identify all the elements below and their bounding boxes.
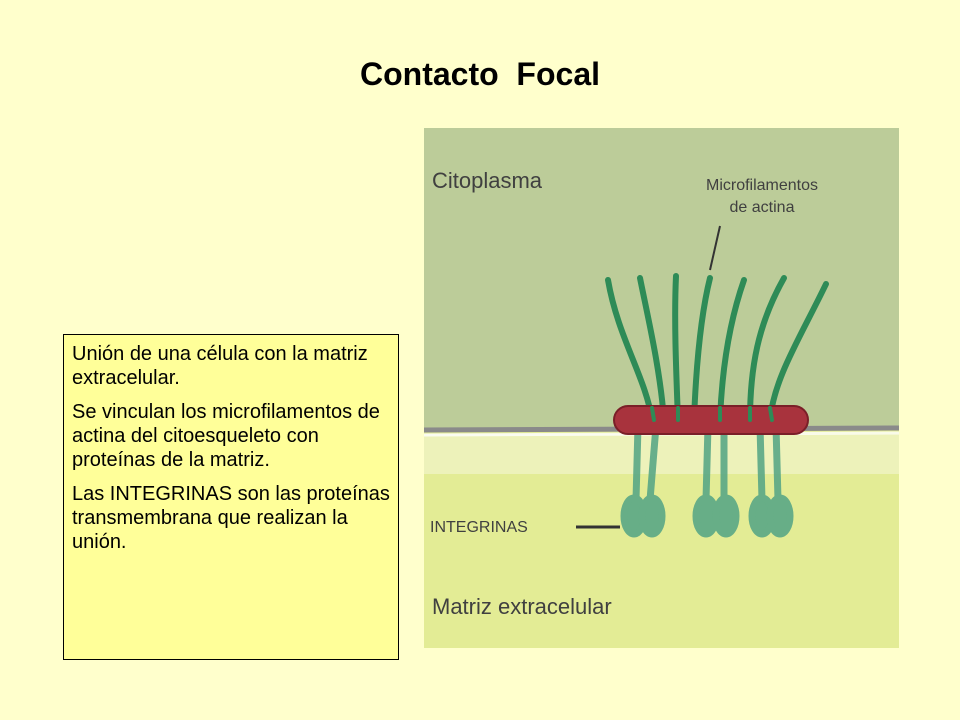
actin-filament (717, 277, 747, 423)
actin-filament (747, 275, 787, 423)
integrin-group (620, 422, 794, 538)
integrin-head (712, 494, 740, 538)
plaque-filament-marks (650, 406, 774, 422)
integrin-head (766, 494, 794, 538)
membrane-fade (424, 434, 899, 474)
plaque-mark (650, 406, 656, 422)
focal-adhesion-plaque (613, 405, 809, 435)
plaque-mark (768, 406, 774, 422)
microfilaments-pointer-line (709, 225, 721, 271)
label-microfilaments-line2: de actina (730, 199, 795, 216)
matrix-region (424, 428, 899, 648)
description-textbox: Unión de una célula con la matriz extrac… (63, 334, 399, 660)
description-paragraph-1: Unión de una célula con la matriz extrac… (72, 343, 368, 389)
description-paragraph-2: Se vinculan los microfilamentos de actin… (72, 401, 380, 471)
slide-title: Contacto Focal (359, 56, 600, 92)
label-integrins: INTEGRINAS (430, 519, 528, 536)
actin-filament (637, 275, 667, 423)
label-microfilaments-line1: Microfilamentos (706, 177, 818, 194)
integrin-head (638, 494, 666, 538)
integrin-stem (632, 422, 642, 504)
description-paragraph-3: Las INTEGRINAS son las proteínas transme… (72, 483, 390, 553)
actin-filament (672, 273, 681, 423)
integrin-stem (772, 422, 782, 504)
integrin-stem (646, 422, 660, 504)
integrin-stem (702, 422, 712, 504)
integrin-stem (756, 422, 766, 504)
label-cytoplasm: Citoplasma (432, 168, 543, 193)
actin-filament (691, 275, 713, 423)
focal-contact-diagram: Citoplasma Microfilamentos de actina INT… (424, 128, 899, 648)
label-matrix: Matriz extracelular (432, 594, 612, 619)
